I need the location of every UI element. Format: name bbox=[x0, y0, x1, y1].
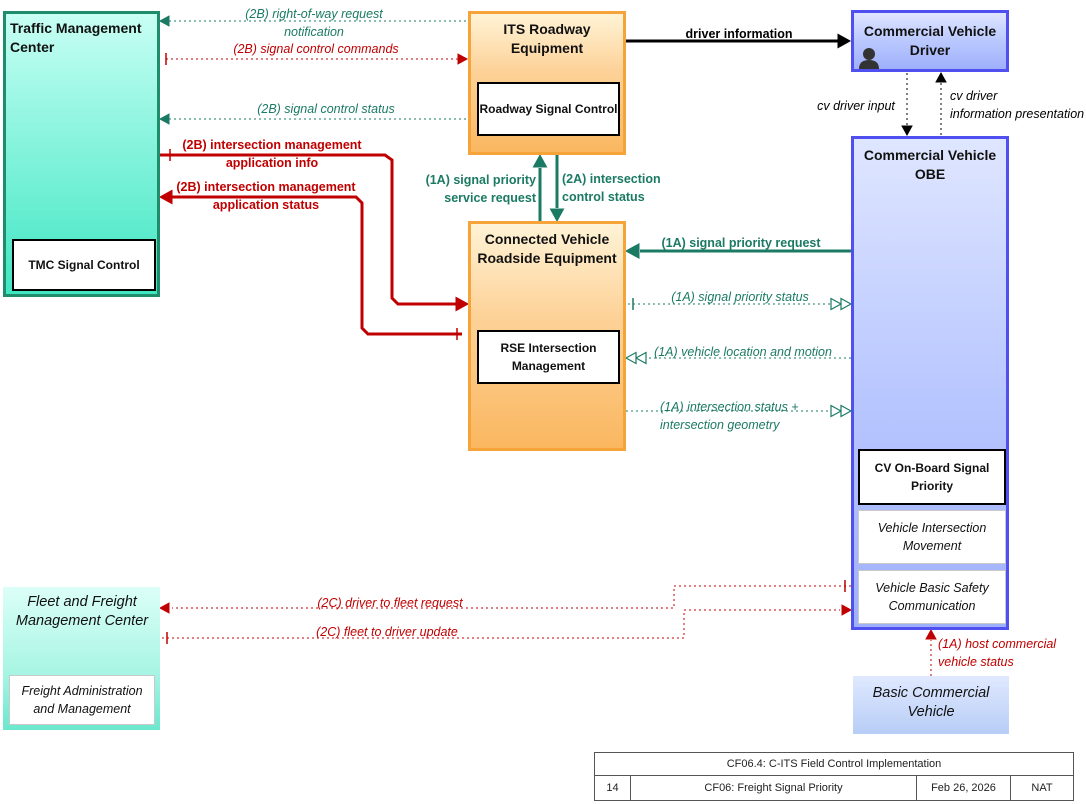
footer-date: Feb 26, 2026 bbox=[916, 775, 1011, 801]
node-connected-vehicle-roadside-equipment[interactable]: Connected Vehicle Roadside Equipment RSE… bbox=[468, 221, 626, 451]
flow-label-f16: (2C) fleet to driver update bbox=[316, 625, 458, 639]
subsystem-vehicle-intersection-movement[interactable]: Vehicle Intersection Movement bbox=[858, 510, 1006, 564]
flow-label-f7: cv driver input bbox=[817, 99, 895, 113]
driver-person-icon bbox=[859, 48, 879, 69]
flow-label-f11: (1A) signal priority request bbox=[661, 236, 821, 250]
flow-label-f6: driver information bbox=[686, 27, 793, 41]
flow-label-f2: (2B) signal control commands bbox=[233, 42, 398, 56]
flow-label-f3: (2B) signal control status bbox=[257, 102, 395, 116]
footer-page: 14 bbox=[594, 775, 631, 801]
subsystem-freight-administration-and-management[interactable]: Freight Administration and Management bbox=[9, 675, 155, 725]
subsystem-cv-on-board-signal-priority[interactable]: CV On-Board Signal Priority bbox=[858, 449, 1006, 505]
node-basic-commercial-vehicle[interactable]: Basic Commercial Vehicle bbox=[853, 676, 1009, 734]
node-title: Commercial Vehicle OBE bbox=[863, 147, 997, 182]
subsystem-roadway-signal-control[interactable]: Roadway Signal Control bbox=[477, 82, 620, 136]
node-title: Connected Vehicle Roadside Equipment bbox=[477, 231, 617, 266]
subsystem-tmc-signal-control[interactable]: TMC Signal Control bbox=[12, 239, 156, 291]
footer-name: CF06: Freight Signal Priority bbox=[630, 775, 917, 801]
node-title: Fleet and Freight Management Center bbox=[15, 594, 149, 629]
flow-label-f15: (2C) driver to fleet request bbox=[317, 596, 463, 610]
subsystem-rse-intersection-management[interactable]: RSE Intersection Management bbox=[477, 330, 620, 384]
node-title: Commercial Vehicle Driver bbox=[863, 23, 997, 58]
subsystem-vehicle-basic-safety-communication[interactable]: Vehicle Basic Safety Communication bbox=[858, 570, 1006, 624]
footer-tag: NAT bbox=[1010, 775, 1074, 801]
node-fleet-and-freight-management-center[interactable]: Fleet and Freight Management Center Frei… bbox=[3, 587, 160, 730]
node-title: Traffic Management Center bbox=[10, 20, 142, 55]
node-title: ITS Roadway Equipment bbox=[503, 21, 591, 56]
footer-title: CF06.4: C-ITS Field Control Implementati… bbox=[594, 752, 1074, 776]
flow-label-f12: (1A) signal priority status bbox=[671, 290, 809, 304]
node-its-roadway-equipment[interactable]: ITS Roadway Equipment Roadway Signal Con… bbox=[468, 11, 626, 155]
flow-label-f14: (1A) intersection status +intersection g… bbox=[660, 400, 799, 432]
flow-label-f13: (1A) vehicle location and motion bbox=[654, 345, 832, 359]
node-title: Basic Commercial Vehicle bbox=[872, 685, 990, 720]
node-commercial-vehicle-obe[interactable]: Commercial Vehicle OBE CV On-Board Signa… bbox=[851, 136, 1009, 630]
node-commercial-vehicle-driver[interactable]: Commercial Vehicle Driver bbox=[851, 10, 1009, 72]
node-traffic-management-center[interactable]: Traffic Management Center TMC Signal Con… bbox=[3, 11, 160, 297]
